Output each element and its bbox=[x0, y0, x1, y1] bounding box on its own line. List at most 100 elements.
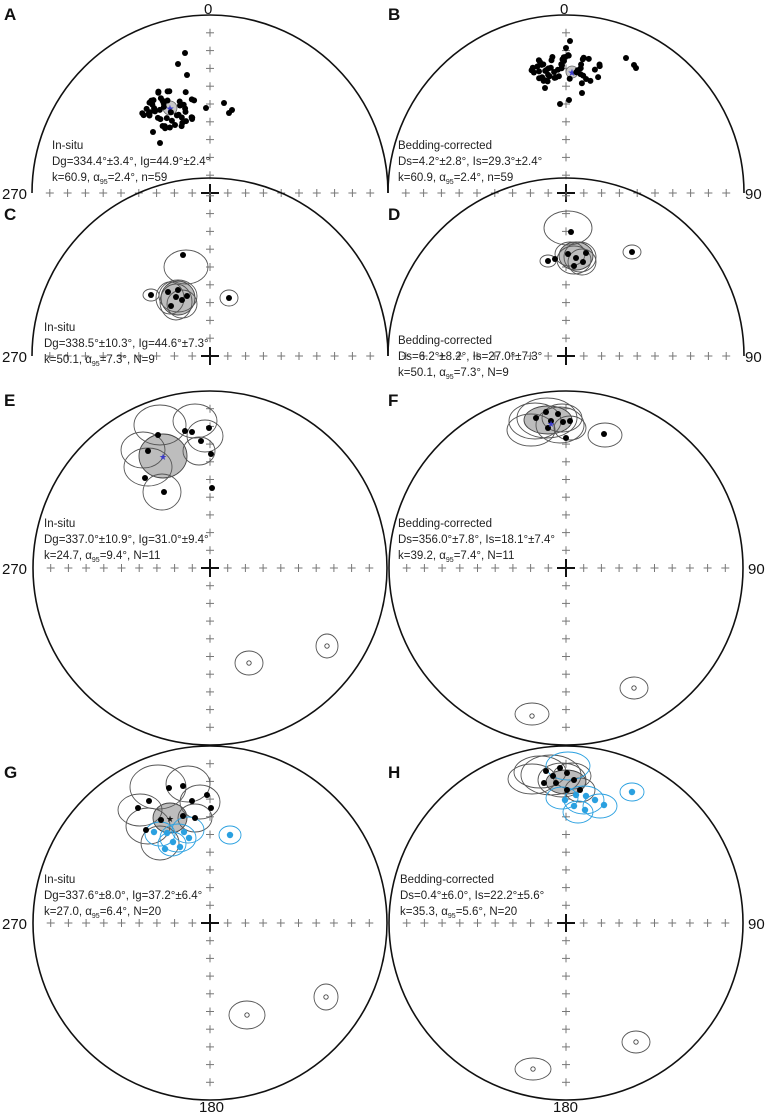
direction-point bbox=[585, 55, 592, 62]
confidence-ellipses bbox=[120, 403, 339, 676]
stat-line-1: Dg=334.4°±3.4°, Ig=44.9°±2.4° bbox=[52, 156, 210, 168]
direction-point bbox=[578, 61, 585, 68]
panel-letter-D: D bbox=[388, 205, 400, 224]
direction-point bbox=[559, 56, 566, 63]
direction-point bbox=[547, 64, 554, 71]
panel-letter-C: C bbox=[4, 205, 16, 224]
label-90: 90 bbox=[748, 561, 765, 578]
stat-title: In-situ bbox=[44, 322, 75, 334]
direction-point bbox=[595, 74, 602, 81]
site-points bbox=[545, 229, 635, 269]
direction-point bbox=[150, 129, 156, 135]
stat-title: In-situ bbox=[52, 140, 83, 152]
graticule-ticks bbox=[46, 759, 374, 1087]
label-90: 90 bbox=[745, 186, 762, 203]
stat-title: Bedding-corrected bbox=[398, 140, 492, 152]
direction-point bbox=[172, 122, 178, 128]
stat-line-2: k=50.1, α95=7.3°, N=9 bbox=[398, 367, 509, 381]
panel-letter-H: H bbox=[388, 763, 400, 782]
confidence-ellipses bbox=[507, 751, 651, 1081]
direction-point bbox=[157, 116, 164, 123]
direction-point bbox=[567, 38, 573, 44]
direction-point bbox=[529, 64, 536, 71]
stereonet-outline bbox=[31, 177, 389, 357]
direction-point bbox=[542, 67, 549, 74]
label-180: 180 bbox=[553, 1099, 578, 1116]
direction-point bbox=[164, 97, 171, 104]
panel-E: E ★ In-situ Dg=337.0°±10.9°, Ig=31.0°±9.… bbox=[2, 390, 388, 746]
direction-point bbox=[538, 61, 545, 68]
stat-line-1: Dg=338.5°±10.3°, Ig=44.6°±7.3° bbox=[44, 338, 209, 350]
svg-text:★: ★ bbox=[159, 453, 167, 463]
stat-line-2: k=39.2, α95=7.4°, N=11 bbox=[398, 550, 514, 564]
label-0: 0 bbox=[560, 1, 568, 18]
direction-point bbox=[164, 88, 171, 95]
site-points bbox=[530, 765, 639, 1072]
direction-point bbox=[623, 55, 629, 61]
stat-line-1: Dg=337.0°±10.9°, Ig=31.0°±9.4° bbox=[44, 534, 209, 546]
graticule-ticks bbox=[402, 404, 730, 732]
direction-point bbox=[151, 106, 158, 113]
direction-point bbox=[536, 68, 542, 75]
graticule-ticks bbox=[45, 28, 375, 202]
direction-point bbox=[542, 85, 548, 91]
direction-point bbox=[530, 69, 537, 76]
graticule-ticks bbox=[46, 404, 374, 732]
direction-point bbox=[555, 73, 562, 80]
stat-title: In-situ bbox=[44, 518, 75, 530]
panel-letter-E: E bbox=[4, 391, 15, 410]
confidence-ellipses bbox=[142, 249, 239, 321]
label-180: 180 bbox=[199, 1099, 224, 1116]
direction-point bbox=[162, 125, 169, 132]
confidence-ellipses bbox=[117, 764, 339, 1030]
stat-line-2: k=60.9, α95=2.4°, n=59 bbox=[52, 172, 167, 186]
stereonet-outline bbox=[32, 745, 388, 1101]
svg-text:★: ★ bbox=[568, 68, 577, 79]
stat-line-2: k=50.1, α95=7.3°, N=9 bbox=[44, 354, 155, 368]
label-90: 90 bbox=[745, 349, 762, 366]
site-points bbox=[148, 252, 232, 309]
stereonet-outline bbox=[387, 177, 745, 357]
stat-title: Bedding-corrected bbox=[398, 335, 492, 347]
direction-point bbox=[155, 88, 162, 95]
stat-line-2: k=35.3, α95=5.6°, N=20 bbox=[400, 906, 517, 920]
direction-point bbox=[157, 95, 164, 102]
direction-point bbox=[163, 115, 170, 122]
svg-text:★: ★ bbox=[547, 420, 555, 430]
panel-letter-G: G bbox=[4, 763, 17, 782]
direction-point bbox=[167, 109, 174, 116]
direction-point bbox=[182, 50, 188, 56]
stat-title: Bedding-corrected bbox=[400, 874, 494, 886]
stat-line-1: Ds=0.4°±6.0°, Is=22.2°±5.6° bbox=[400, 890, 544, 902]
stat-title: In-situ bbox=[44, 874, 75, 886]
direction-point bbox=[221, 100, 227, 106]
direction-points bbox=[139, 50, 235, 146]
direction-point bbox=[168, 117, 175, 124]
stat-line-2: k=60.9, α95=2.4°, n=59 bbox=[398, 172, 513, 186]
direction-point bbox=[573, 69, 580, 76]
direction-point bbox=[175, 61, 181, 67]
direction-point bbox=[157, 140, 163, 146]
panel-D: D Bedding-corrected Ds=6.2°±8.2°, Is=27.… bbox=[387, 177, 762, 381]
direction-point bbox=[166, 124, 173, 131]
direction-point bbox=[580, 54, 587, 61]
direction-point bbox=[226, 110, 232, 116]
graticule-ticks bbox=[45, 191, 375, 365]
direction-point bbox=[548, 57, 555, 64]
stereonet-outline bbox=[388, 390, 744, 746]
panel-letter-A: A bbox=[4, 5, 16, 24]
panel-C: C In-situ Dg=338.5°±10.3°, Ig=44.6°±7.3°… bbox=[2, 177, 389, 368]
direction-point bbox=[566, 75, 573, 82]
direction-point bbox=[557, 101, 563, 107]
site-points: ★ bbox=[142, 425, 330, 666]
stat-line-1: Ds=4.2°±2.8°, Is=29.3°±2.4° bbox=[398, 156, 542, 168]
panel-letter-B: B bbox=[388, 5, 400, 24]
direction-point bbox=[546, 73, 553, 80]
panel-letter-F: F bbox=[388, 391, 398, 410]
direction-point bbox=[203, 105, 209, 111]
confidence-ellipses bbox=[539, 210, 642, 276]
direction-point bbox=[565, 52, 572, 59]
direction-point bbox=[176, 98, 183, 105]
direction-point bbox=[146, 109, 153, 116]
